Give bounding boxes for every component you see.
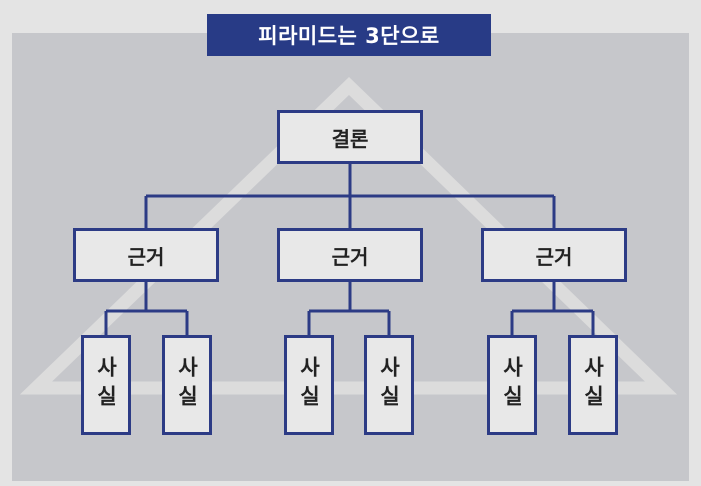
fact-box-3-2: 사실 (568, 335, 618, 435)
reason-label: 근거 (331, 244, 369, 269)
reason-box-1: 근거 (73, 228, 219, 282)
fact-box-2-1: 사실 (284, 335, 334, 435)
fact-label: 사실 (94, 356, 118, 414)
fact-label: 사실 (377, 356, 401, 414)
conclusion-label: 결론 (331, 126, 369, 151)
fact-box-2-2: 사실 (364, 335, 414, 435)
fact-box-3-1: 사실 (487, 335, 537, 435)
reason-box-2: 근거 (277, 228, 423, 282)
diagram-title: 피라미드는 3단으로 (207, 14, 491, 56)
fact-label: 사실 (581, 356, 605, 414)
fact-label: 사실 (500, 356, 524, 414)
fact-label: 사실 (297, 356, 321, 414)
reason-label: 근거 (127, 244, 165, 269)
fact-label: 사실 (175, 356, 199, 414)
reason-box-3: 근거 (481, 228, 627, 282)
conclusion-box: 결론 (277, 110, 423, 164)
reason-label: 근거 (535, 244, 573, 269)
fact-box-1-2: 사실 (162, 335, 212, 435)
fact-box-1-1: 사실 (81, 335, 131, 435)
